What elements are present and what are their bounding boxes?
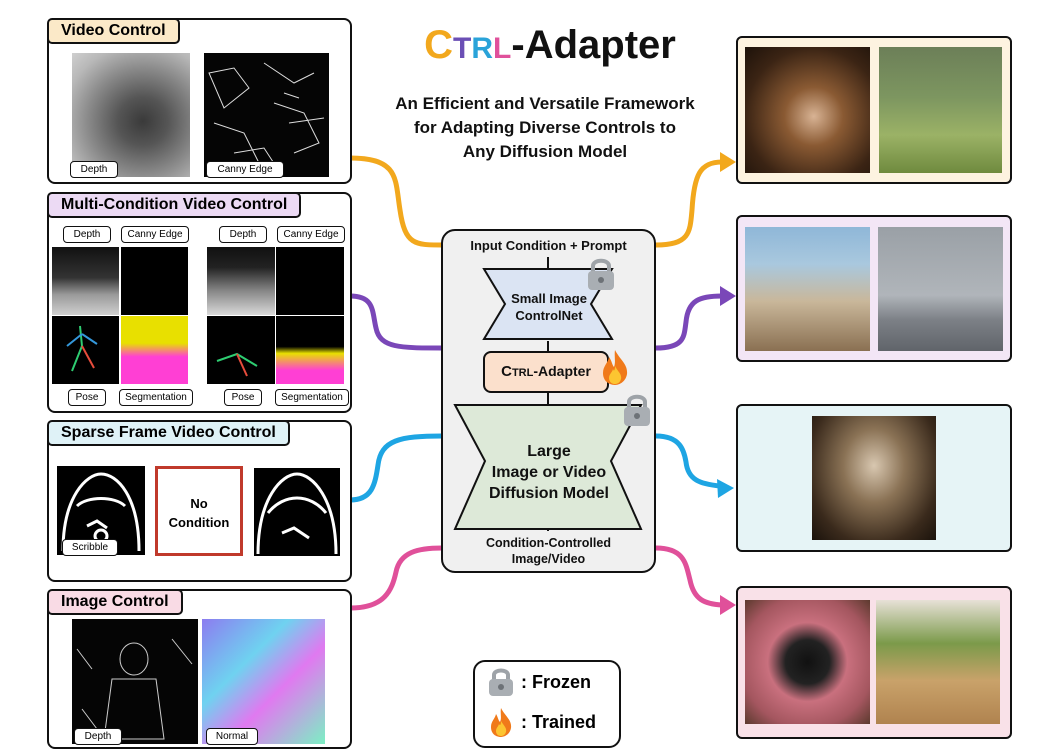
title-letter-t: T: [453, 32, 472, 65]
ctrl-adapter-box: [483, 351, 609, 393]
mc-segmentation-image-2: [276, 316, 344, 384]
orange-connector-out: [655, 159, 723, 248]
legend-frozen-label: : Frozen: [521, 672, 591, 692]
large-model-line-2: Image or Video: [491, 464, 607, 481]
lock-icon: [588, 258, 614, 290]
image-normal-image: [202, 619, 325, 744]
mc-canny-label-1: Canny Edge: [121, 226, 189, 243]
legend-trained-label: : Trained: [521, 712, 597, 732]
blue-arrowhead: [717, 479, 734, 498]
beach-video-image: [745, 227, 870, 351]
pink-arrowhead: [720, 595, 736, 615]
mc-canny-label-2: Canny Edge: [277, 226, 345, 243]
lego-image: [876, 600, 1000, 724]
mc-pose-image-1: [52, 316, 119, 384]
subtitle: An Efficient and Versatile Framework for…: [360, 92, 730, 164]
purple-arrowhead: [720, 286, 736, 306]
pink-connector-out: [655, 545, 723, 608]
title-letter-r: R: [471, 32, 494, 65]
mc-pose-label-2: Pose: [224, 389, 262, 406]
output-label: Condition-Controlled Image/Video: [441, 535, 656, 567]
flame-icon: [603, 350, 628, 385]
museum-video-image: [812, 416, 936, 540]
blue-connector-in: [349, 433, 443, 503]
cat-video-image: [745, 47, 870, 173]
mc-pose-label-1: Pose: [68, 389, 106, 406]
subtitle-line-3: Any Diffusion Model: [462, 142, 628, 161]
flame-icon: [491, 708, 512, 737]
large-model-shape: [453, 404, 643, 530]
no-condition-line-1: No: [190, 496, 208, 511]
output-line-2: Image/Video: [511, 552, 586, 566]
sparse-frame-title: Sparse Frame Video Control: [47, 420, 290, 446]
output-line-1: Condition-Controlled: [486, 536, 611, 550]
controlnet-shape: [482, 268, 614, 340]
mc-seg-label-2: Segmentation: [275, 389, 349, 406]
lock-icon: [489, 668, 513, 696]
large-model-label: Large Image or Video Diffusion Model: [456, 441, 642, 504]
image-control-title: Image Control: [47, 589, 183, 615]
image-depth-label: Depth: [74, 728, 122, 745]
controlnet-label: Small Image ControlNet: [484, 290, 614, 324]
subtitle-line-1: An Efficient and Versatile Framework: [395, 94, 695, 113]
lock-icon: [624, 394, 650, 426]
orange-arrowhead: [720, 152, 736, 172]
main-title: CTRL-Adapter: [405, 22, 695, 72]
mc-seg-label-1: Segmentation: [119, 389, 193, 406]
pink-connector-in: [349, 545, 443, 611]
title-letter-l: L: [493, 32, 512, 65]
controlnet-line-1: Small Image: [511, 291, 587, 306]
mc-depth-label-2: Depth: [219, 226, 267, 243]
title-suffix: -Adapter: [511, 23, 676, 67]
depth-label: Depth: [70, 161, 118, 178]
mc-depth-label-1: Depth: [63, 226, 111, 243]
scribble-image-2: [254, 468, 340, 556]
large-model-line-1: Large: [527, 443, 571, 460]
blue-connector-out: [655, 433, 721, 489]
mc-depth-image-1: [52, 247, 119, 315]
exercise-video-image: [878, 227, 1003, 351]
controlnet-line-2: ControlNet: [515, 308, 583, 323]
image-depth-image: [72, 619, 198, 744]
scribble-label: Scribble: [62, 539, 118, 556]
adapter-trl: TRL: [511, 367, 534, 379]
mc-canny-image-1: [121, 247, 188, 315]
image-normal-label: Normal: [206, 728, 258, 745]
video-control-title: Video Control: [47, 18, 180, 44]
depth-image: [72, 53, 190, 177]
center-arrows: [453, 257, 643, 531]
vader-image: [745, 600, 870, 724]
subtitle-line-2: for Adapting Diverse Controls to: [414, 118, 676, 137]
ctrl-adapter-label: CTRL-Adapter: [483, 363, 609, 380]
mc-segmentation-image-1: [121, 316, 188, 384]
title-letter-c: C: [424, 23, 454, 67]
mc-canny-image-2: [276, 247, 344, 315]
orange-connector-in: [349, 155, 443, 248]
mc-pose-image-2: [207, 316, 275, 384]
input-condition-label: Input Condition + Prompt: [470, 238, 627, 253]
purple-connector-out: [655, 293, 723, 351]
canny-edge-image: [204, 53, 329, 177]
no-condition-box: No Condition: [155, 466, 243, 556]
adapter-c: C: [501, 363, 512, 380]
car-video-image: [879, 47, 1002, 173]
adapter-suffix: -Adapter: [533, 363, 591, 379]
canny-edge-label: Canny Edge: [206, 161, 284, 178]
multi-condition-title: Multi-Condition Video Control: [47, 192, 302, 218]
mc-depth-image-2: [207, 247, 275, 315]
large-model-line-3: Diffusion Model: [489, 485, 609, 502]
purple-connector-in: [349, 293, 443, 351]
no-condition-line-2: Condition: [168, 515, 230, 530]
